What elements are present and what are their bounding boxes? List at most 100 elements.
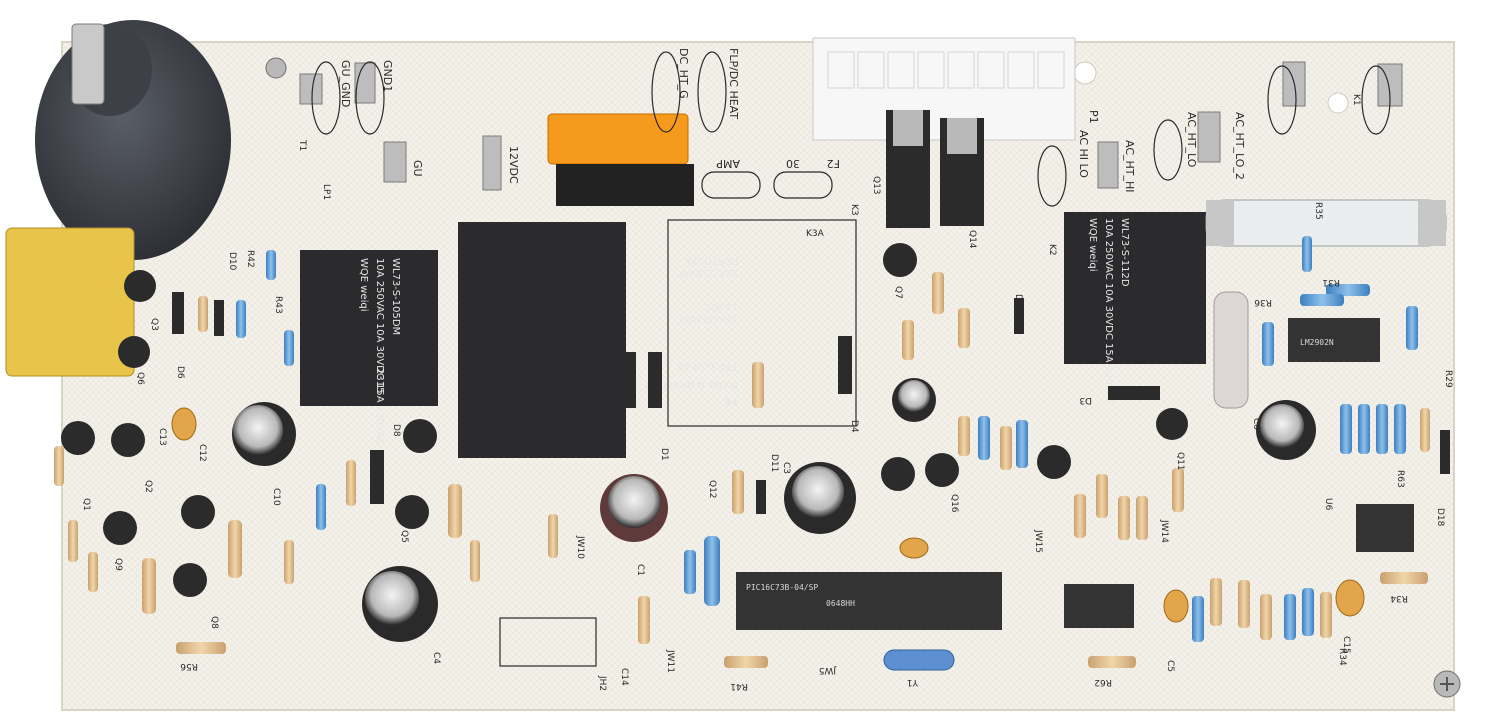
label-jw10: JW10 — [575, 535, 585, 559]
label-jh2: JH2 — [597, 675, 607, 691]
label-q5: Q5 — [399, 530, 409, 543]
designators: Q1 Q2 Q3 Q5 Q6 Q7 Q8 Q9 Q11 Q12 Q13 Q14 … — [81, 94, 1453, 691]
label-gnd1: GND1 — [381, 60, 394, 92]
relay-main-maker: Potter & Brumfield — [645, 379, 738, 390]
silkscreen-labels: GND1 GU_GND GU 12VDC DC_HT_G FLP/DC HEAT… — [339, 48, 1246, 193]
relay-main-brand: TE — [724, 395, 738, 406]
relay-main-rating2: 10A/277VAC — [676, 313, 738, 324]
label-q2: Q2 — [143, 480, 153, 493]
blade-fuse — [547, 113, 689, 165]
ceramic-capacitors — [171, 407, 1365, 623]
mounting-hole — [1073, 61, 1097, 85]
label-lp1: LP1 — [321, 184, 331, 200]
label-ac-ht-lo: AC_HT_LO — [1185, 112, 1198, 168]
label-q16: Q16 — [949, 494, 959, 513]
label-r30: R31 — [1322, 277, 1340, 287]
electrolytic-capacitors — [232, 378, 1316, 642]
label-q12: Q12 — [707, 480, 717, 499]
label-z2: U6 — [1323, 498, 1333, 511]
label-r40: R41 — [730, 681, 748, 691]
label-12vdc: 12VDC — [507, 146, 520, 184]
relay-main — [458, 222, 626, 458]
fuse-holder — [556, 164, 694, 206]
label-d8: D8 — [391, 424, 401, 437]
relay-k2 — [1064, 212, 1206, 364]
label-d3: D3 — [1079, 395, 1092, 405]
label-d1: D1 — [659, 448, 669, 461]
relay-k2-brand: WQE weiqi — [1087, 218, 1098, 272]
label-q17: Q17 — [1037, 450, 1047, 469]
label-d6: D6 — [175, 366, 185, 379]
label-q7: Q7 — [893, 286, 903, 299]
label-r63: R63 — [1395, 470, 1405, 488]
label-t1: T1 — [297, 139, 307, 151]
label-gu-gnd: GU_GND — [339, 60, 352, 107]
label-f2: F2 — [827, 157, 840, 170]
label-c3: C3 — [781, 462, 791, 474]
label-amp: AMP — [716, 157, 740, 170]
label-c15: C15 — [1341, 636, 1351, 654]
resistors — [54, 236, 1430, 668]
label-q6: Q6 — [135, 372, 145, 385]
label-y1: Y1 — [907, 677, 919, 687]
label-dc-ht-g: DC_HT_G — [677, 48, 690, 99]
label-q1: Q1 — [81, 498, 91, 511]
power-resistor — [1213, 291, 1249, 409]
label-c5: C5 — [1165, 660, 1175, 672]
relay-k1-model: WL73-S-105DM — [390, 258, 401, 335]
crystal-y1 — [883, 649, 955, 671]
label-p1: P1 — [1087, 110, 1100, 124]
lm2902n-label: LM2902N — [1300, 338, 1334, 347]
pic-mcu — [736, 572, 1002, 630]
label-q13: Q13 — [871, 176, 881, 195]
relay-main-rating1: 30A/250VAC — [676, 267, 738, 278]
label-jw11: JW11 — [665, 649, 675, 673]
label-ac-ht-lo-2: AC_HT_LO_2 — [1233, 112, 1246, 180]
label-jw15: JW15 — [1033, 529, 1043, 553]
label-k2: K2 — [1047, 244, 1057, 256]
label-30: 30 — [786, 157, 800, 170]
spade-terminal — [71, 23, 105, 105]
relay-main-model: T9GSL14-12 — [677, 361, 739, 372]
label-r34: R35 — [1313, 202, 1323, 220]
label-d18: D18 — [1435, 508, 1445, 527]
label-c12: C12 — [197, 444, 207, 462]
label-r29: R29 — [1443, 370, 1453, 388]
label-k1: K1 — [1351, 94, 1361, 106]
label-flp-dc-heat: FLP/DC HEAT — [727, 48, 740, 119]
relay-main-coil: 12VDC — [704, 301, 738, 312]
label-d4: D4 — [849, 420, 859, 433]
label-q14: Q14 — [967, 230, 977, 249]
relay-k2-model: WL73-S-112D — [1119, 218, 1130, 287]
diodes — [172, 292, 1450, 514]
label-c6: C6 — [1251, 418, 1261, 430]
ic-u5 — [1356, 504, 1414, 552]
label-q3: Q3 — [149, 318, 159, 331]
label-q11: Q11 — [1175, 452, 1185, 471]
label-jw14: JW14 — [1159, 519, 1169, 543]
label-c1: C1 — [635, 564, 645, 576]
label-c14: C14 — [619, 668, 629, 686]
label-r36: R36 — [1254, 297, 1272, 307]
label-jw5: JW5 — [819, 665, 837, 675]
mcu-code: 0648HH — [826, 599, 855, 608]
label-d2: D2 — [1013, 294, 1023, 307]
relay-k1 — [300, 250, 438, 406]
relay-main-type: PORTOUAL — [684, 255, 738, 266]
x2-capacitor — [5, 227, 135, 377]
label-r62: R62 — [1094, 677, 1112, 687]
relay-k1-brand: WQE weiqi — [358, 258, 369, 312]
lm2902n-chip — [1288, 318, 1380, 362]
label-r41: R42 — [245, 250, 255, 268]
label-r56: R56 — [180, 661, 198, 671]
mcu-part: PIC16C73B-04/SP — [746, 583, 818, 592]
label-q9: Q9 — [113, 558, 123, 571]
label-ac-ht-hi: AC_HT_HI — [1123, 140, 1136, 193]
label-c10: C10 — [271, 488, 281, 506]
label-r32b: R34 — [1390, 593, 1408, 603]
label-k3: K3 — [849, 204, 859, 216]
label-r32: R34 — [1337, 648, 1347, 666]
label-d11: D11 — [769, 454, 779, 472]
